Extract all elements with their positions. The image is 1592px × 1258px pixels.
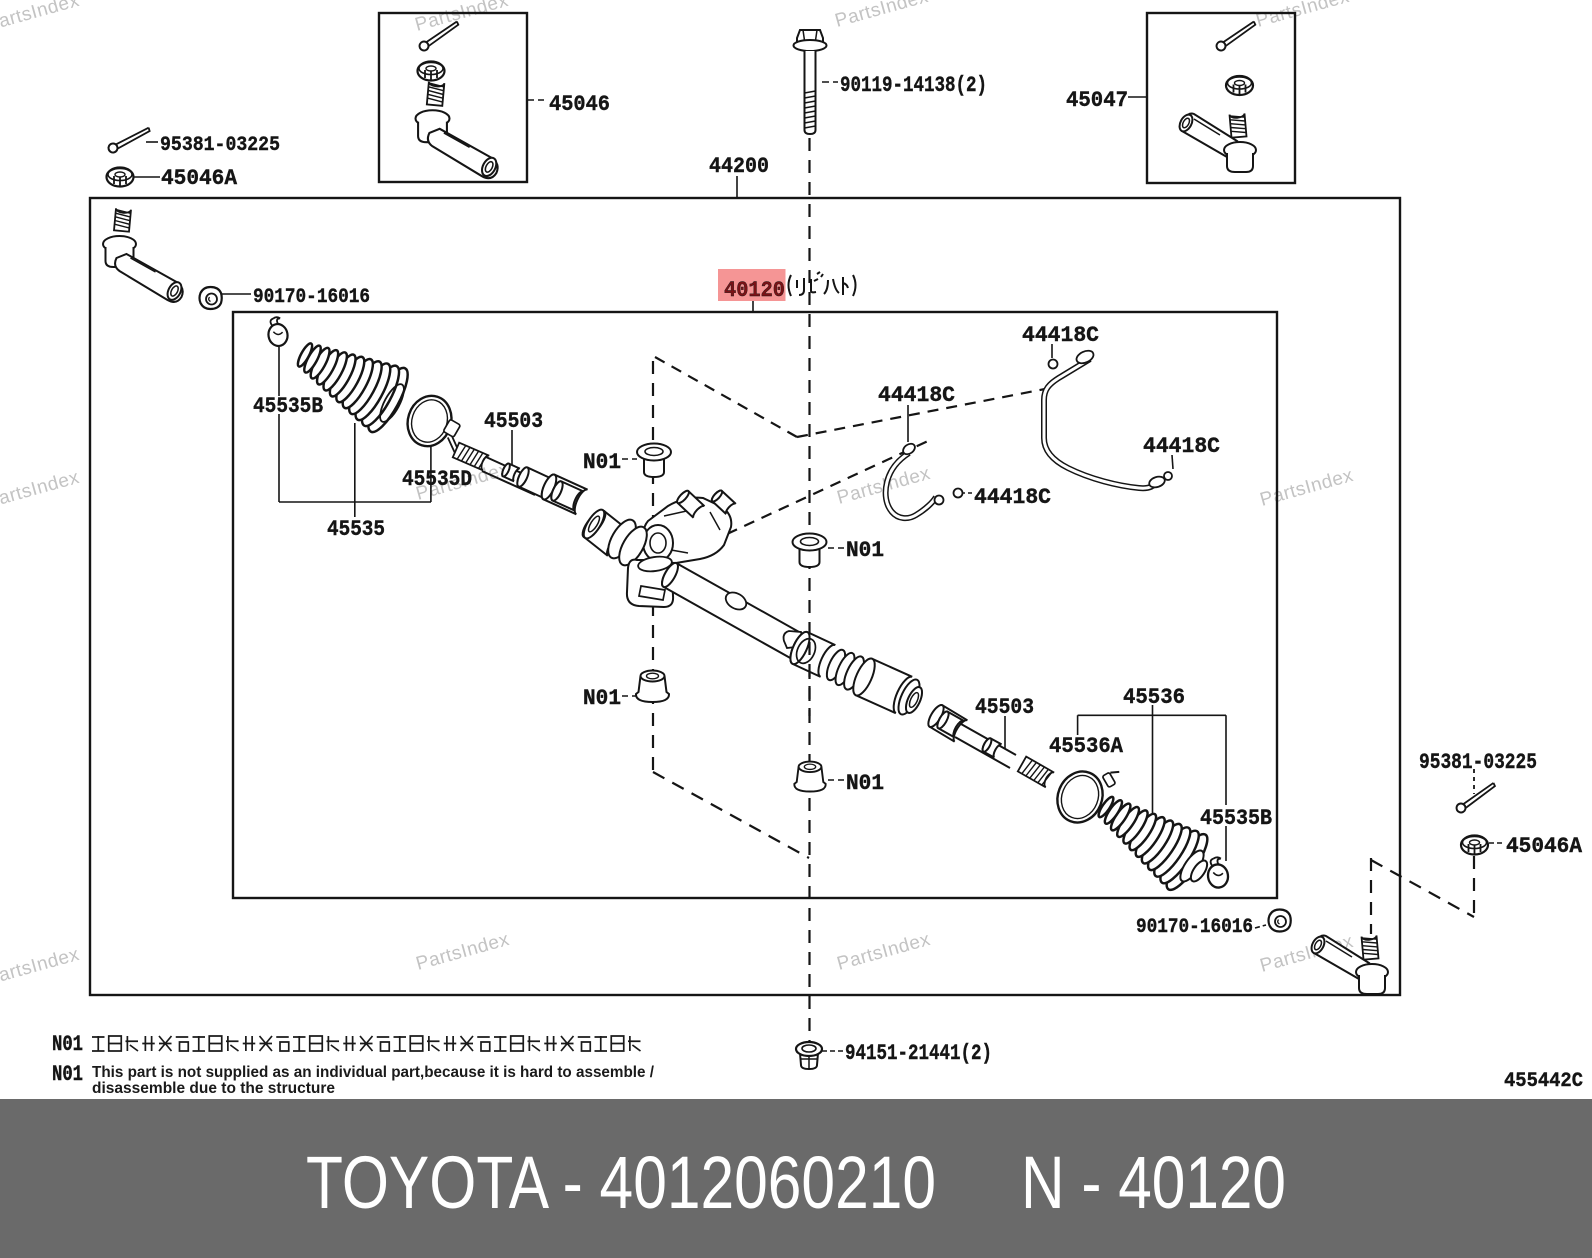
- svg-text:45535B: 45535B: [253, 394, 323, 419]
- svg-text:44418C: 44418C: [1143, 434, 1220, 459]
- svg-text:90170-16016: 90170-16016: [1136, 916, 1253, 939]
- svg-text:TOYOTA - 4012060210: TOYOTA - 4012060210: [306, 1141, 936, 1224]
- svg-text:95381-03225: 95381-03225: [160, 134, 280, 157]
- svg-text:44200: 44200: [709, 154, 769, 179]
- svg-text:45535B: 45535B: [1200, 806, 1272, 831]
- svg-text:90170-16016: 90170-16016: [253, 286, 370, 309]
- svg-text:45046: 45046: [549, 92, 610, 117]
- svg-text:94151-21441(2): 94151-21441(2): [845, 1041, 992, 1066]
- svg-text:45046A: 45046A: [1506, 834, 1583, 859]
- svg-text:40120: 40120: [724, 278, 785, 303]
- svg-text:disassemble due to the structu: disassemble due to the structure: [92, 1080, 335, 1097]
- svg-text:N01: N01: [52, 1062, 83, 1087]
- svg-text:45535D: 45535D: [402, 467, 472, 492]
- svg-text:45535: 45535: [327, 517, 385, 542]
- svg-text:44418C: 44418C: [974, 485, 1051, 510]
- svg-text:45046A: 45046A: [161, 166, 238, 191]
- svg-text:N01: N01: [52, 1032, 83, 1057]
- svg-text:N01: N01: [583, 686, 621, 711]
- svg-text:45047: 45047: [1066, 88, 1128, 113]
- svg-text:45503: 45503: [484, 409, 543, 434]
- svg-text:N01: N01: [846, 538, 884, 563]
- svg-text:This part is not supplied as a: This part is not supplied as an individu…: [92, 1064, 655, 1081]
- svg-text:N01: N01: [846, 771, 884, 796]
- svg-text:455442C: 455442C: [1504, 1070, 1583, 1093]
- svg-text:95381-03225: 95381-03225: [1419, 750, 1537, 775]
- svg-text:90119-14138(2): 90119-14138(2): [840, 73, 987, 98]
- svg-text:45536: 45536: [1123, 685, 1185, 710]
- svg-text:44418C: 44418C: [1022, 323, 1099, 348]
- svg-text:44418C: 44418C: [878, 383, 955, 408]
- svg-text:45503: 45503: [975, 695, 1034, 720]
- svg-text:N01: N01: [583, 450, 621, 475]
- svg-text:N - 40120: N - 40120: [1021, 1141, 1286, 1224]
- svg-text:45536A: 45536A: [1049, 734, 1124, 759]
